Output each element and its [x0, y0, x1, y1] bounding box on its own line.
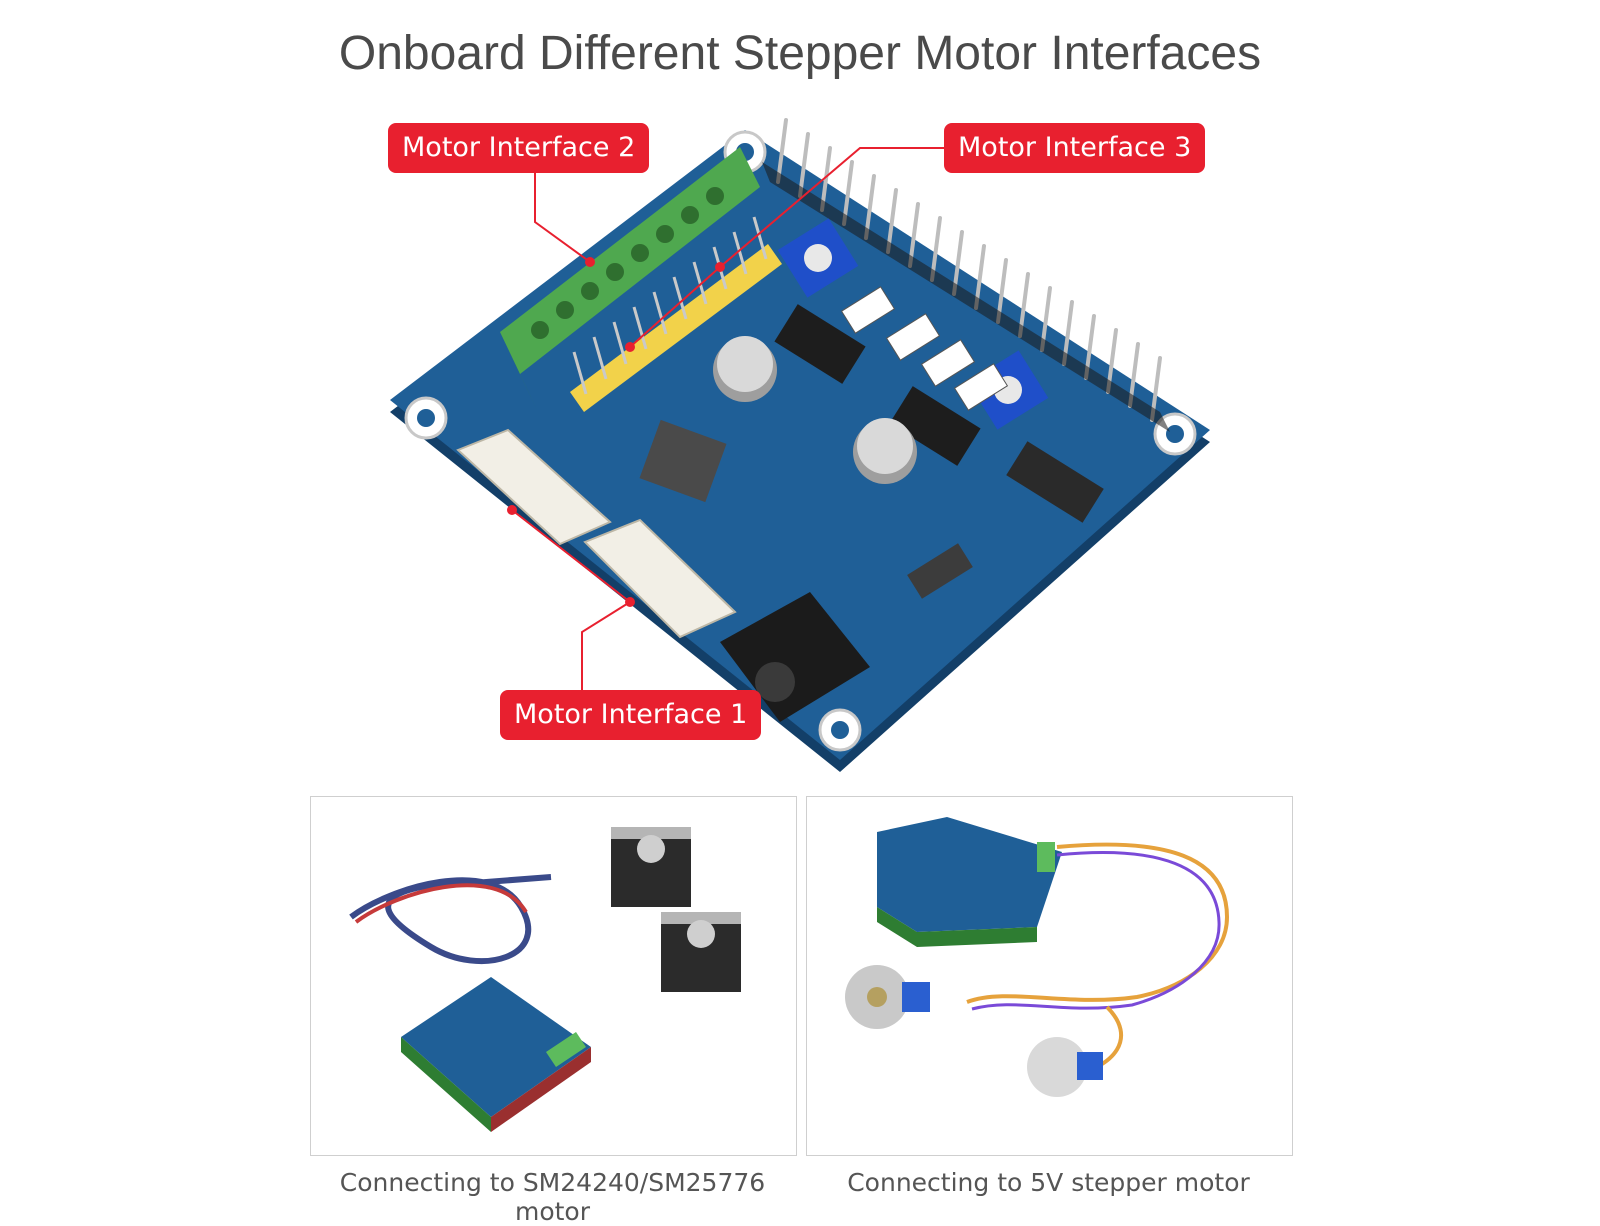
callout-motor-interface-2: Motor Interface 2	[388, 123, 650, 173]
jst-connector	[456, 428, 737, 639]
dc-power-jack	[720, 592, 870, 722]
caption-sm24240: Connecting to SM24240/SM25776 motor	[339, 1168, 766, 1226]
electrolytic-capacitor	[713, 336, 917, 484]
power-switch	[907, 543, 973, 599]
callout-motor-interface-1: Motor Interface 1	[500, 690, 762, 740]
callout-motor-interface-3: Motor Interface 3	[944, 123, 1206, 173]
photo-panel-sm24240	[310, 796, 797, 1156]
motor-connection-photo	[349, 827, 741, 1132]
terminal-block	[500, 147, 760, 412]
caption-5v-stepper: Connecting to 5V stepper motor	[847, 1168, 1250, 1197]
driver-ic	[774, 304, 981, 466]
inductor	[639, 419, 727, 503]
5v-stepper-connection-photo	[845, 817, 1230, 1097]
callout-lines	[511, 147, 945, 712]
shunt-resistor	[840, 286, 1009, 411]
page-title: Onboard Different Stepper Motor Interfac…	[338, 27, 1262, 80]
photo-panel-5v-stepper	[806, 796, 1293, 1156]
stepper-motor-hat-board-image	[390, 118, 1210, 772]
dip-switch	[1006, 441, 1104, 523]
pin-header-yellow	[570, 216, 782, 412]
